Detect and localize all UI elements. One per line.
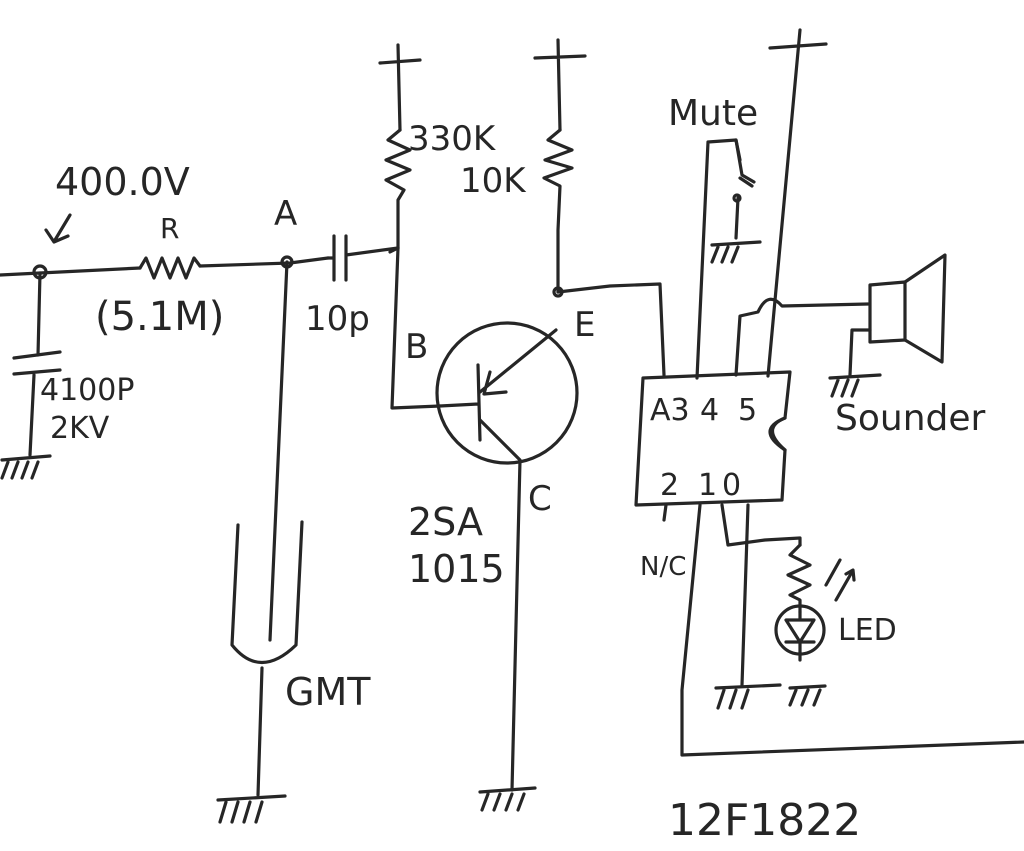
cap-hv-rating: 2KV (50, 411, 110, 446)
ground-mute (710, 240, 762, 264)
wire-pin1-led (720, 503, 802, 547)
led-symbol (784, 610, 816, 662)
ground-left (0, 454, 52, 480)
wire-bias-to-base (388, 246, 442, 410)
resistor-r (138, 256, 202, 280)
cap-hv-label: 4100P (40, 373, 134, 408)
pin-2-label: 2 (660, 468, 679, 503)
resistor-led (786, 543, 812, 614)
wire-tube-to-ground (256, 666, 264, 797)
ground-transistor (478, 786, 537, 812)
supply-10k (533, 38, 587, 132)
gm-tube-anode (268, 260, 289, 642)
nc-label: N/C (640, 552, 686, 582)
hv-input-wire (0, 266, 142, 277)
wire-vdd (766, 28, 828, 378)
speaker-magnet (868, 280, 907, 344)
speaker-ground-lead (848, 328, 872, 377)
wire-r-to-a (198, 256, 330, 268)
pin2-nc-lead (662, 503, 668, 522)
resistor-10k (542, 128, 574, 294)
led-label: LED (838, 613, 897, 648)
mute-label: Mute (668, 93, 758, 134)
cap-hv-lead (12, 271, 62, 457)
wire-e-to-pin-a3 (556, 282, 666, 377)
transistor-collector (478, 418, 522, 792)
pin-1-label: 1 (698, 468, 717, 503)
pin-5-label: 5 (738, 393, 757, 428)
resistor-r-label: R (160, 212, 179, 245)
tube-label: GMT (285, 670, 371, 714)
pin-0-label: 0 (722, 468, 741, 503)
transistor-label-line1: 2SA (408, 500, 483, 544)
gm-tube-envelope (230, 520, 304, 665)
cap-coupling (326, 234, 400, 282)
transistor-base-bar (438, 363, 482, 442)
wire-pin5-sounder (734, 297, 870, 377)
ground-mcu (714, 683, 782, 710)
voltage-label: 400.0V (55, 160, 190, 204)
node-c-label: C (528, 479, 552, 519)
sounder-label: Sounder (835, 398, 986, 439)
pin-a3-label: A3 (650, 393, 690, 428)
pin-4-label: 4 (700, 393, 719, 428)
transistor-emitter (478, 328, 558, 396)
mute-switch-contact (732, 193, 742, 203)
ground-tube (216, 794, 287, 824)
wire-pin0-ground (740, 503, 750, 687)
node-a-label: A (274, 194, 297, 234)
transistor-body (435, 321, 579, 465)
led-arrows (824, 558, 856, 602)
node-b-label: B (405, 327, 428, 367)
resistor-330k (384, 128, 412, 250)
speaker-cone (903, 253, 947, 364)
wire-ground-rail (680, 503, 1024, 757)
mcu-label: 12F1822 (668, 795, 861, 846)
transistor-label-line2: 1015 (408, 547, 505, 591)
supply-330k (378, 43, 422, 132)
mcu-notch (768, 416, 787, 452)
res-collector-label: 10K (460, 161, 527, 201)
cap-coupling-label: 10p (305, 299, 370, 339)
voltage-arrow (44, 213, 72, 244)
ground-sounder (828, 373, 882, 398)
res-bias-label: 330K (408, 119, 497, 159)
mute-switch (734, 138, 756, 240)
node-e-label: E (574, 305, 595, 345)
ground-led (788, 684, 827, 707)
resistor-r-value: (5.1M) (95, 294, 224, 340)
